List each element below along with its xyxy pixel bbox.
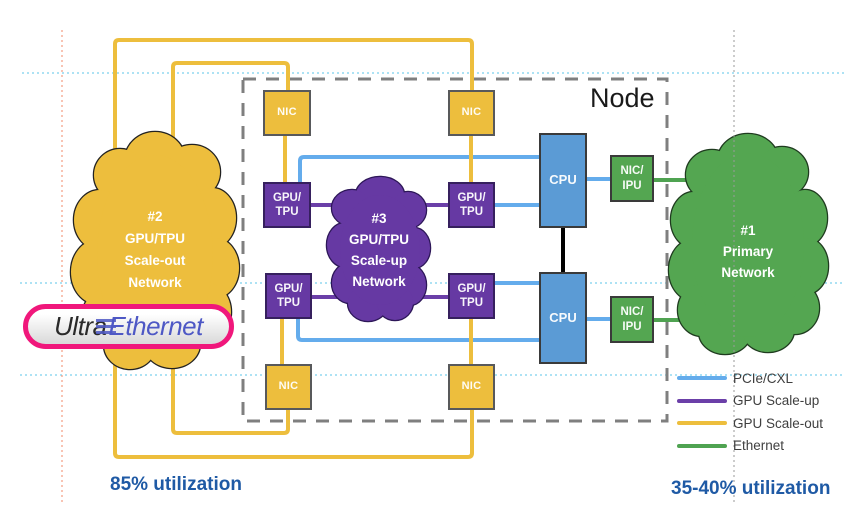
caption-line: #1 bbox=[740, 223, 756, 238]
node-label: Node bbox=[590, 83, 655, 113]
gpu-tpu-box-top-left: GPU/ TPU bbox=[263, 182, 311, 228]
ethernet-line-swatch bbox=[677, 443, 727, 448]
nic-ipu-box-top: NIC/ IPU bbox=[610, 155, 654, 202]
caption-line: Scale-out bbox=[124, 253, 186, 268]
cpu-box-bottom: CPU bbox=[539, 272, 587, 364]
scale-up-cloud-caption: #3 GPU/TPU Scale-up Network bbox=[319, 208, 439, 292]
logo-text-ultra: Ultra bbox=[54, 311, 107, 341]
cpu-box-top: CPU bbox=[539, 133, 587, 228]
legend-row-pcie: PCIe/CXL bbox=[677, 369, 823, 387]
caption-line: #2 bbox=[147, 209, 163, 224]
primary-utilization-text: 35-40% utilization bbox=[671, 478, 831, 499]
gpu-tpu-box-top-right: GPU/ TPU bbox=[448, 182, 495, 228]
scale-out-utilization-text: 85% utilization bbox=[110, 474, 242, 495]
scale-up-line-swatch bbox=[677, 398, 727, 403]
caption-line: #3 bbox=[371, 211, 387, 226]
scale-up-cloud bbox=[325, 175, 432, 323]
legend-row-scale-out: GPU Scale-out bbox=[677, 414, 823, 432]
pcie-link-gpu1-cpu1 bbox=[298, 155, 539, 182]
legend-row-ethernet: Ethernet bbox=[677, 437, 823, 455]
scale-out-line-swatch bbox=[677, 421, 727, 425]
legend-label: GPU Scale-up bbox=[733, 393, 820, 408]
pcie-link-gpu3-cpu2 bbox=[296, 319, 539, 342]
pcie-links bbox=[296, 155, 610, 342]
gpu-tpu-box-bottom-left: GPU/ TPU bbox=[265, 273, 312, 319]
legend: PCIe/CXL GPU Scale-up GPU Scale-out Ethe… bbox=[677, 369, 823, 455]
ultra-ethernet-logo: Ultra Ethernet bbox=[23, 304, 234, 349]
caption-line: Scale-up bbox=[350, 253, 408, 268]
caption-line: Network bbox=[352, 274, 406, 289]
scale-out-cloud-caption: #2 GPU/TPU Scale-out Network bbox=[85, 206, 225, 294]
nic-box-top-left: NIC bbox=[263, 90, 311, 136]
pcie-line-swatch bbox=[677, 376, 727, 380]
primary-network-cloud bbox=[667, 132, 830, 356]
logo-text-ethernet: Ethernet bbox=[95, 311, 203, 341]
nic-ipu-box-bottom: NIC/ IPU bbox=[610, 296, 654, 343]
gpu-tpu-box-bottom-right: GPU/ TPU bbox=[448, 273, 495, 319]
legend-label: GPU Scale-out bbox=[733, 415, 824, 431]
caption-line: GPU/TPU bbox=[348, 232, 409, 247]
primary-network-cloud-caption: #1 Primary Network bbox=[688, 220, 808, 283]
legend-label: PCIe/CXL bbox=[733, 370, 794, 386]
nic-box-top-right: NIC bbox=[448, 90, 495, 136]
caption-line: Network bbox=[721, 265, 775, 280]
node-boundary bbox=[241, 77, 669, 423]
caption-line: Primary bbox=[722, 244, 774, 259]
nic-box-bottom-right: NIC bbox=[448, 364, 495, 410]
nic-box-bottom-left: NIC bbox=[265, 364, 312, 410]
caption-line: Network bbox=[128, 275, 182, 290]
caption-line: GPU/TPU bbox=[124, 231, 185, 246]
legend-label: Ethernet bbox=[733, 438, 785, 453]
legend-row-scale-up: GPU Scale-up bbox=[677, 392, 823, 410]
